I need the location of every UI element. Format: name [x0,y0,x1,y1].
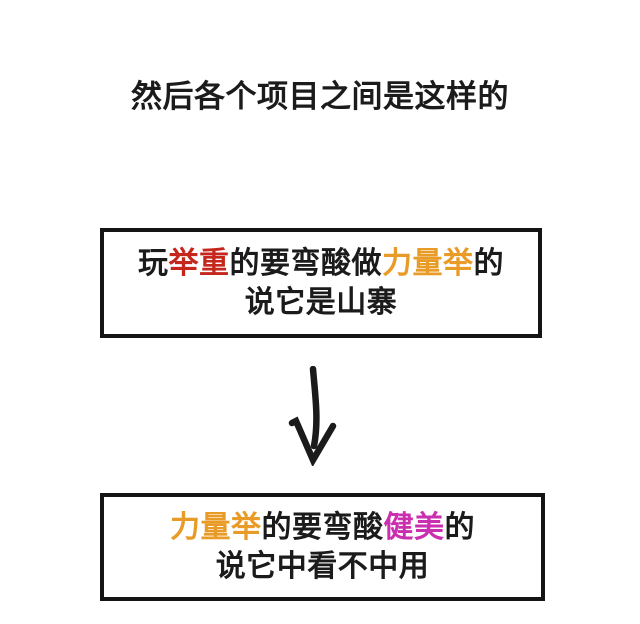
text-segment-highlight-magenta: 健美 [383,511,445,544]
text-segment-highlight-orange: 力量举 [382,247,474,280]
flow-box-bottom: 力量举的要弯酸健美的 说它中看不中用 [100,493,545,601]
text-segment-highlight-orange: 力量举 [170,511,262,544]
page-title: 然后各个项目之间是这样的 [131,79,509,114]
text-segment: 的 [473,247,504,280]
arrow-shaft [309,366,320,450]
flow-box-top-line1: 玩举重的要弯酸做力量举的 [138,244,504,283]
text-segment-highlight-red: 举重 [168,247,230,280]
flow-box-top: 玩举重的要弯酸做力量举的 说它是山寨 [100,228,542,338]
flow-box-bottom-line1: 力量举的要弯酸健美的 [170,508,475,547]
flow-box-bottom-line2: 说它中看不中用 [215,550,430,583]
text-segment: 的要弯酸做 [229,247,382,280]
text-segment: 的要弯酸 [261,511,384,544]
flow-box-top-line2: 说它是山寨 [244,286,398,319]
text-segment: 玩 [138,247,169,280]
down-arrow-icon [283,366,341,466]
arrow-head [288,416,337,466]
text-segment: 的 [444,511,475,544]
